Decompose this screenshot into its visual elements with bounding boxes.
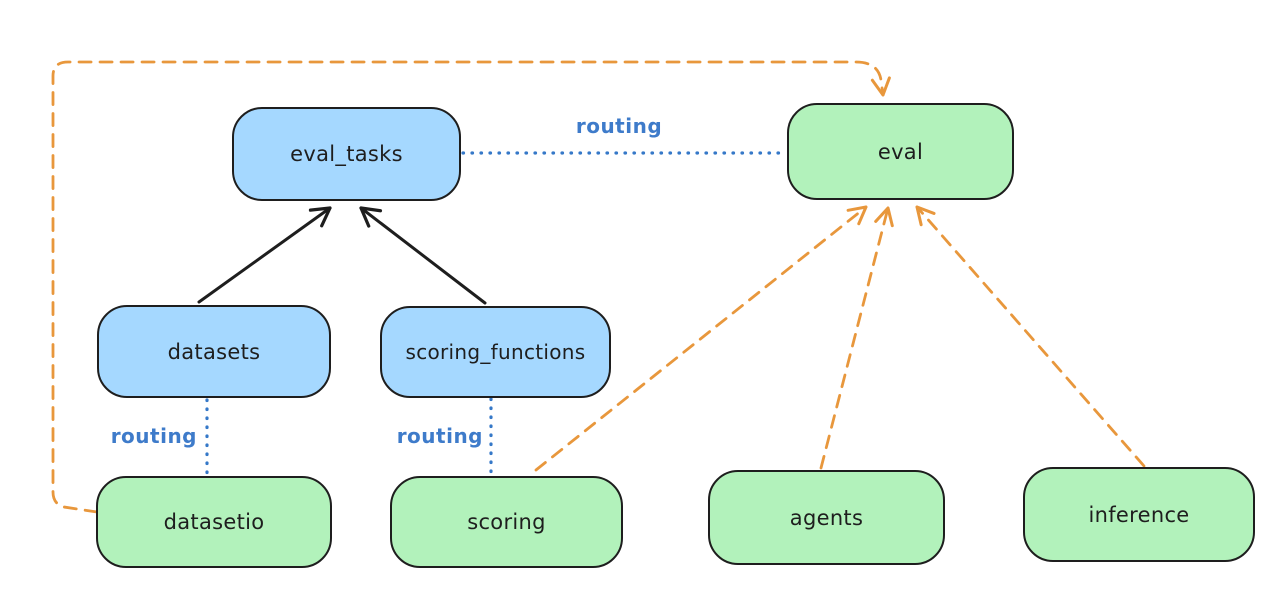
- edge-scoring-functions-to-eval-tasks: [359, 206, 487, 305]
- node-scoring-label: scoring: [467, 510, 546, 534]
- edge-scoring-to-eval: [534, 205, 868, 472]
- node-agents-label: agents: [789, 505, 864, 530]
- node-eval: eval: [787, 103, 1014, 200]
- edge-datasetio-to-eval: [51, 60, 891, 514]
- node-datasetio-label: datasetio: [163, 510, 265, 534]
- node-inference: inference: [1023, 467, 1255, 562]
- edge-label-routing-eval-tasks-eval: routing: [575, 114, 663, 138]
- node-eval-tasks: eval_tasks: [232, 107, 461, 201]
- node-datasets: datasets: [97, 305, 331, 398]
- node-agents: agents: [708, 470, 945, 565]
- edge-label-routing-scoring-functions-scoring: routing: [396, 424, 483, 448]
- node-scoring: scoring: [390, 476, 623, 568]
- node-datasetio: datasetio: [96, 476, 332, 568]
- edge-datasets-to-eval-tasks: [197, 206, 332, 304]
- node-eval-tasks-label: eval_tasks: [290, 142, 403, 166]
- node-inference-label: inference: [1088, 502, 1190, 527]
- edge-inference-to-eval: [915, 205, 1146, 468]
- node-eval-label: eval: [877, 139, 924, 164]
- node-datasets-label: datasets: [167, 339, 261, 364]
- node-scoring-functions: scoring_functions: [380, 306, 611, 398]
- edge-agents-to-eval: [819, 206, 894, 470]
- edge-label-routing-datasets-datasetio: routing: [110, 424, 197, 448]
- node-scoring-functions-label: scoring_functions: [405, 340, 586, 364]
